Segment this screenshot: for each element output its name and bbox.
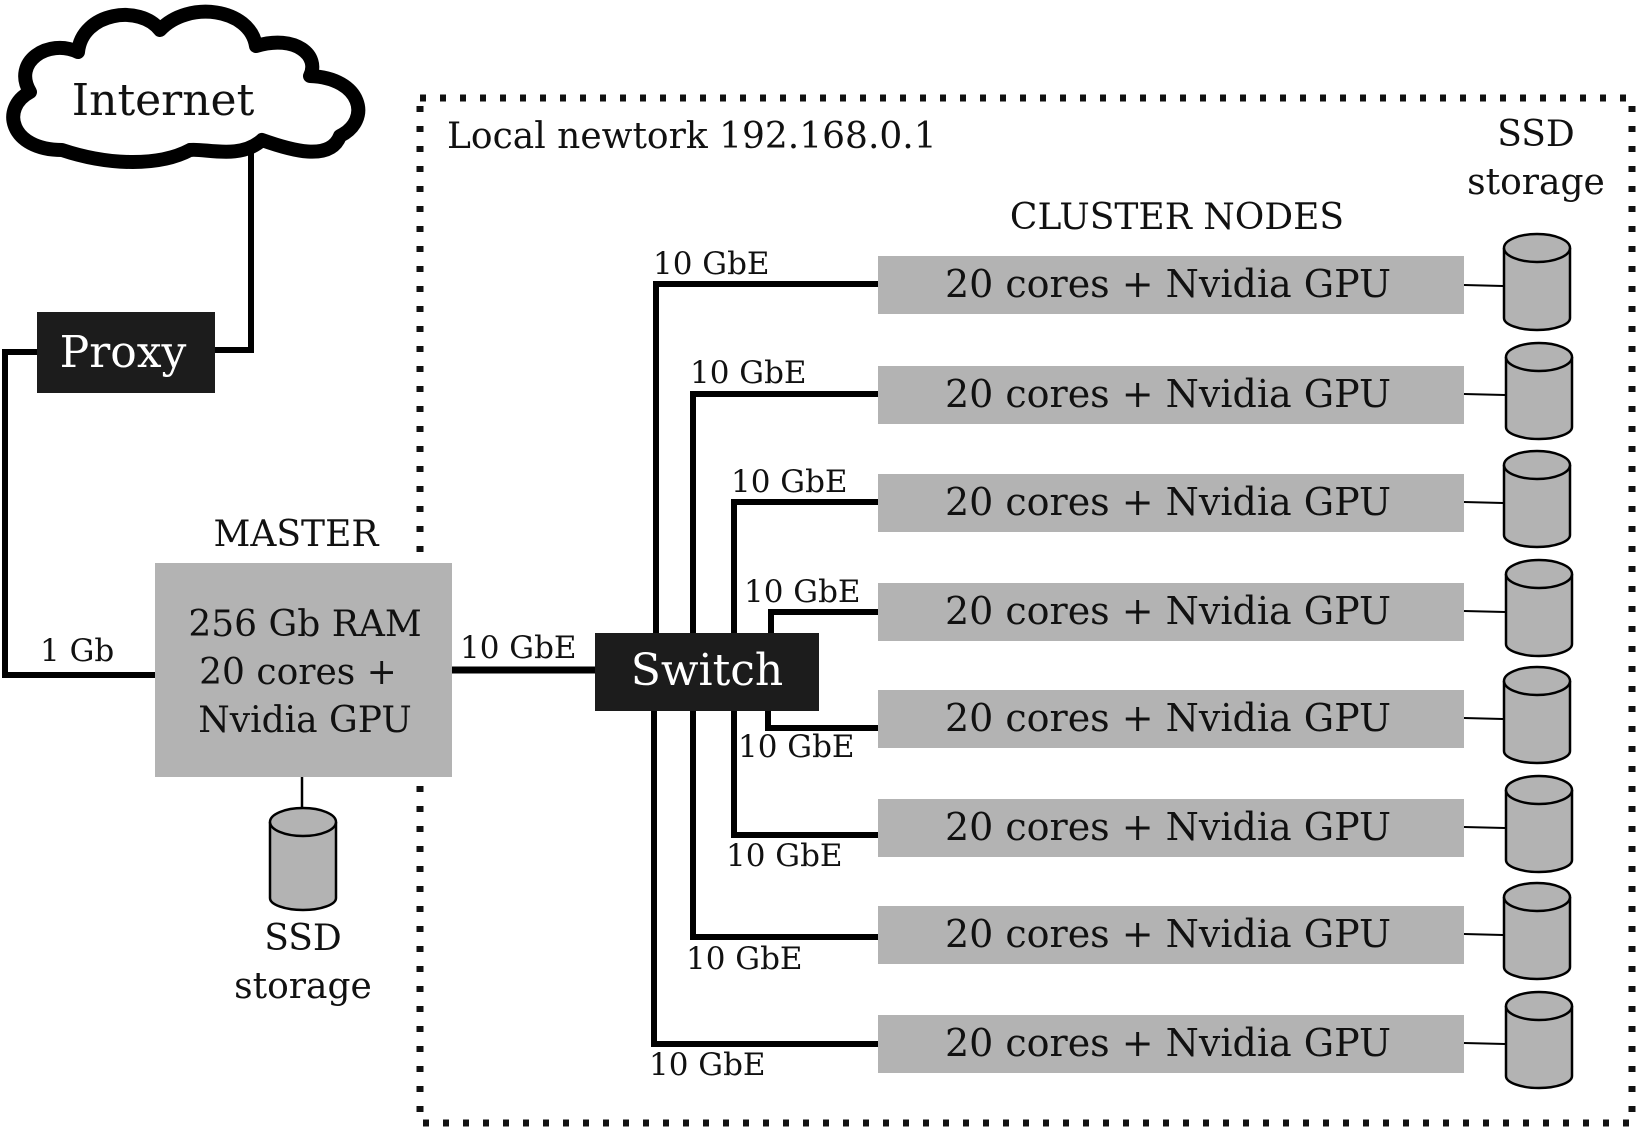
node-label: 20 cores + Nvidia GPU [945,480,1391,524]
internet-label: Internet [72,75,255,126]
node-link-label: 10 GbE [726,838,843,874]
node-box [878,474,1464,532]
cluster-wires [651,281,878,1047]
cluster-node: 20 cores + Nvidia GPU [878,256,1464,314]
node-label: 20 cores + Nvidia GPU [945,262,1391,306]
node-storage-wire [1463,933,1504,936]
node-box [878,799,1464,857]
node-wire [690,391,878,634]
node-wire [690,710,878,940]
node-box [878,256,1464,314]
master-storage-label: SSD [264,918,342,959]
node-wire [731,499,878,634]
master-box [155,563,452,777]
cluster-storage-label: storage [1467,162,1605,203]
cluster-node: 20 cores + Nvidia GPU [878,799,1464,857]
node-storage-wire [1463,610,1506,613]
node-storage-wire [1463,717,1504,720]
cluster-node: 20 cores + Nvidia GPU [878,1015,1464,1073]
node-ssd-icon [1502,665,1572,765]
node-ssd-icon [1504,990,1574,1090]
node-link-label: 10 GbE [744,574,861,610]
master-ssd-icon [268,806,338,912]
node-wire [651,710,878,1047]
node-storage-wires [1463,284,1506,1045]
node-box [878,366,1464,424]
node-label: 20 cores + Nvidia GPU [945,912,1391,956]
cluster-storage-label: SSD [1497,114,1575,155]
node-storage-wire [1463,393,1506,396]
cluster-node: 20 cores + Nvidia GPU [878,583,1464,641]
proxy-label: Proxy [60,327,187,378]
node-box [878,690,1464,748]
cluster-title: CLUSTER NODES [1010,197,1344,238]
master-spec-line: 20 cores + [199,652,397,693]
node-label: 20 cores + Nvidia GPU [945,805,1391,849]
node-label: 20 cores + Nvidia GPU [945,589,1391,633]
node-box [878,1015,1464,1073]
node-link-label: 10 GbE [686,941,803,977]
node-label: 20 cores + Nvidia GPU [945,696,1391,740]
master-title: MASTER [214,514,380,555]
switch-box [595,633,819,711]
uplink-label: 1 Gb [40,633,114,669]
proxy-box [37,312,215,393]
node-ssd-icon [1504,341,1574,441]
node-ssd-icon [1502,449,1572,549]
node-box [878,906,1464,964]
node-ssd-icon [1504,774,1574,874]
node-link-label: 10 GbE [738,729,855,765]
master-spec-line: Nvidia GPU [198,700,412,741]
master-link-label: 10 GbE [460,630,577,666]
node-storage-wire [1463,1042,1506,1045]
node-ssd-icon [1502,881,1572,981]
node-storage-wire [1463,826,1506,829]
cluster-node: 20 cores + Nvidia GPU [878,906,1464,964]
cluster-node: 20 cores + Nvidia GPU [878,690,1464,748]
node-wire [653,281,878,634]
internet-cloud-icon [6,4,366,169]
node-link-label: 10 GbE [731,464,848,500]
cluster-node: 20 cores + Nvidia GPU [878,366,1464,424]
node-ssd-icon [1504,558,1574,658]
node-link-label: 10 GbE [690,355,807,391]
node-label: 20 cores + Nvidia GPU [945,372,1391,416]
cluster-node: 20 cores + Nvidia GPU [878,474,1464,532]
node-link-label: 10 GbE [649,1047,766,1083]
master-spec-line: 256 Gb RAM [188,604,421,645]
node-wire [765,710,878,731]
proxy-master-wire [2,349,155,678]
internet-proxy-wire [214,152,254,353]
master-storage-label: storage [234,966,372,1007]
node-wire [768,609,878,634]
node-wire [731,710,878,838]
local-network-label: Local newtork 192.168.0.1 [447,116,937,157]
node-link-label: 10 GbE [653,246,770,282]
node-storage-wire [1463,284,1504,287]
node-storage-wire [1463,501,1504,504]
switch-label: Switch [631,645,784,696]
node-box [878,583,1464,641]
node-ssd-icon [1502,232,1572,332]
node-label: 20 cores + Nvidia GPU [945,1021,1391,1065]
